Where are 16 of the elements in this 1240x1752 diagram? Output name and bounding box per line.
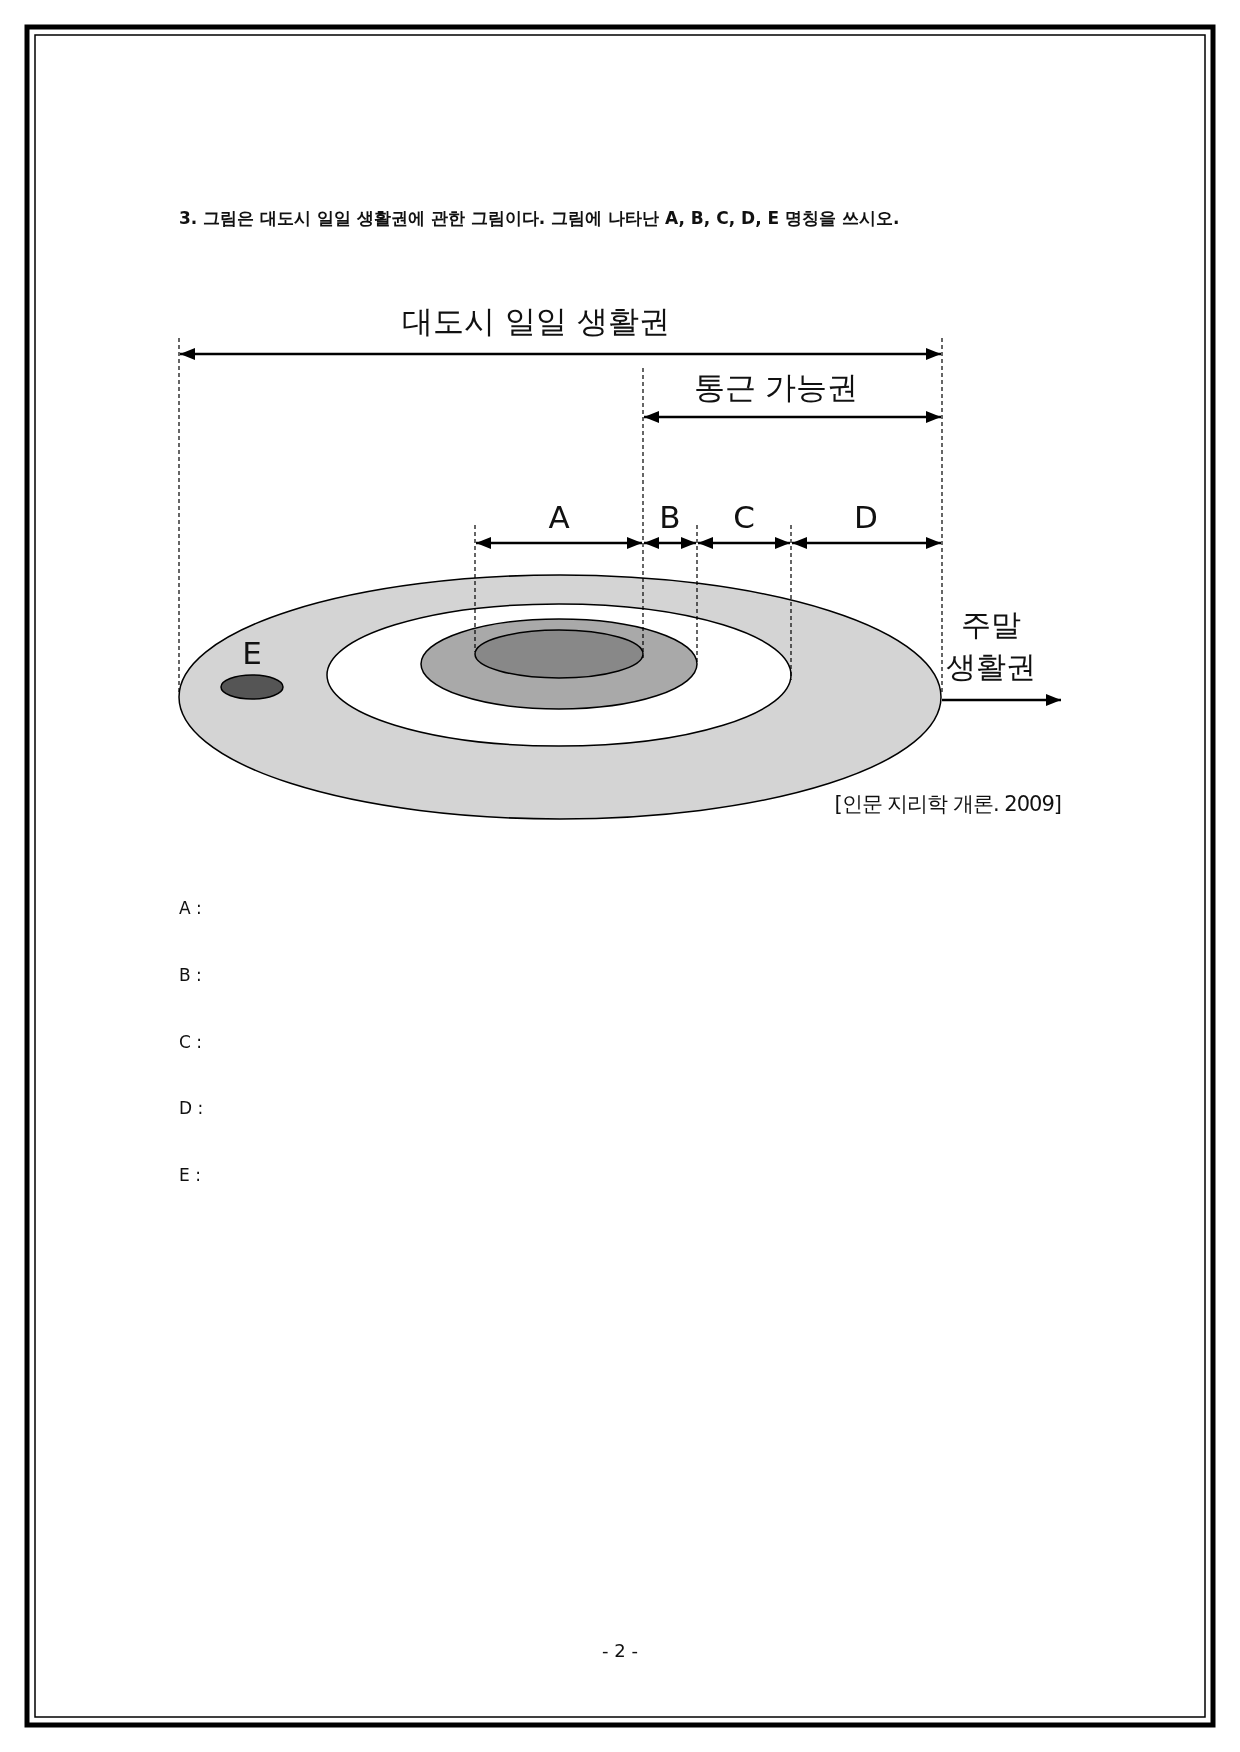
range-label: 통근 가능권: [693, 368, 859, 407]
zone-letter: D: [854, 499, 878, 535]
question-text: 3. 그림은 대도시 일일 생활권에 관한 그림이다. 그림에 나타난 A, B, C, D, E 명칭을 쓰시오.: [179, 206, 900, 230]
answer-label: D :: [179, 1098, 204, 1118]
zone-letter: B: [659, 499, 681, 535]
zone-letter: A: [548, 499, 570, 535]
answer-label: B :: [179, 965, 202, 985]
page-number: - 2 -: [602, 1639, 638, 1661]
range-label: 주말 생활권: [945, 606, 1037, 686]
answer-label: C :: [179, 1032, 202, 1052]
answer-label: A :: [179, 898, 202, 918]
answer-label: E :: [179, 1165, 201, 1185]
zone-letter: E: [242, 635, 262, 671]
range-label: 대도시 일일 생활권: [402, 302, 670, 341]
source-citation: [인문 지리학 개론. 2009]: [834, 791, 1061, 818]
zone-letter: C: [733, 499, 755, 535]
